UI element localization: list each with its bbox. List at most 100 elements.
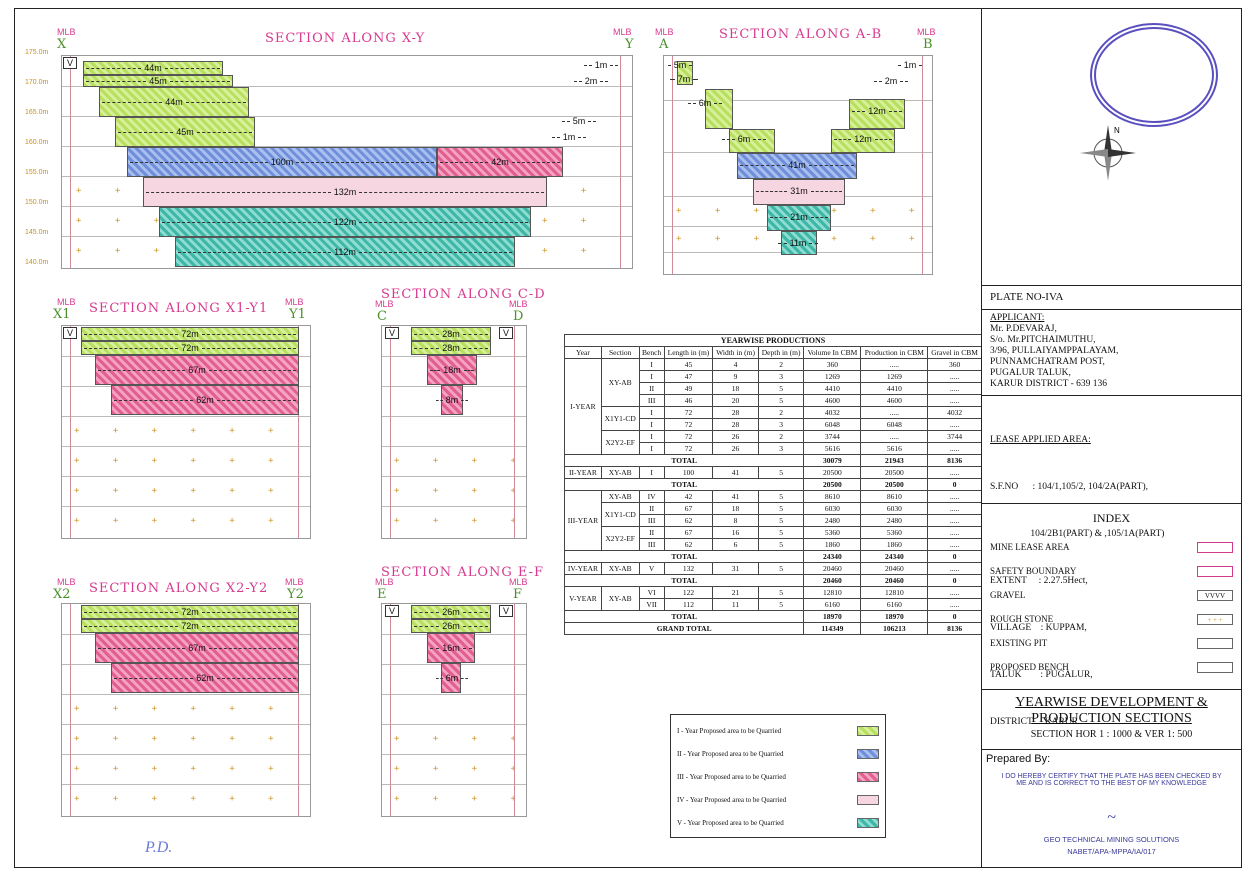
mlb-label: MLB [285,577,304,587]
dimension-label: 1m [581,59,621,71]
index-item: SAFETY BOUNDARY [982,559,1241,583]
table-caption: YEARWISE PRODUCTIONS [564,334,982,347]
gravel-symbol: V [499,605,513,617]
mlb-label: MLB [57,297,76,307]
mlb-label: MLB [655,27,674,37]
dimension-label: 6m [685,97,725,109]
index-item: ROUGH STONE+ + + [982,607,1241,631]
mlb-label: MLB [375,577,394,587]
mlb-label: MLB [509,299,528,309]
rl-label: 140.0m [25,259,49,266]
dimension-label: 100m [127,155,437,169]
dimension-label: 26m [411,605,491,619]
point-label: Y [625,37,634,52]
legend-item: IV - Year Proposed area to be Quarried [677,788,879,811]
section-ab-title: SECTION ALONG A-B [719,27,883,42]
point-label: B [923,37,933,52]
dimension-label: 2m [571,75,611,87]
dimension-label: 62m [111,393,299,407]
point-label: D [513,309,524,324]
point-label: X [57,37,67,52]
dimension-label: 18m [427,363,477,377]
dimension-label: 112m [175,245,515,259]
rl-label: 145.0m [25,229,49,236]
legend-swatch [857,794,879,805]
rl-label: 165.0m [25,109,49,116]
seal-stamp [1090,23,1218,127]
mlb-label: MLB [613,27,632,37]
dimension-label: 12m [831,133,895,145]
mlb-label: MLB [57,577,76,587]
legend-item: III - Year Proposed area to be Quarried [677,765,879,788]
dimension-label: 62m [111,671,299,685]
title-block: N PLATE NO-IVA APPLICANT: Mr. P.DEVARAJ,… [981,9,1241,867]
plate-number: PLATE NO-IVA [990,291,1064,303]
point-label: F [513,587,523,602]
dimension-label: 21m [767,211,831,223]
dimension-label: 72m [81,605,299,619]
section-xy-title: SECTION ALONG X-Y [265,31,426,46]
index-item: MINE LEASE AREA [982,535,1241,559]
gravel-symbol: V [63,327,77,339]
gravel-symbol: V [499,327,513,339]
nabet-number: NABET/APA-MPPA/IA/017 [1067,847,1156,856]
dimension-label: 41m [737,159,857,171]
applicant-block: APPLICANT: Mr. P.DEVARAJ, S/o. Mr.PITCHA… [982,313,1241,390]
legend-item: II - Year Proposed area to be Quarried [677,742,879,765]
mlb-label: MLB [509,577,528,587]
mlb-label: MLB [285,297,304,307]
dimension-label: 12m [849,105,905,117]
dimension-label: 67m [95,363,299,377]
dimension-label: 1m [895,59,925,71]
gravel-symbol: V [385,605,399,617]
lease-heading: LEASE APPLIED AREA: [990,435,1091,445]
dimension-label: 31m [753,185,845,197]
section-x1y1-title: SECTION ALONG X1-Y1 [89,301,269,316]
dimension-label: 6m [433,671,471,685]
dimension-label: 26m [411,619,491,633]
dimension-label: 42m [437,155,563,169]
index-heading: INDEX [1092,511,1131,525]
rl-label: 155.0m [25,169,49,176]
dimension-label: 72m [81,619,299,633]
dimension-label: 28m [411,327,491,341]
rl-label: 150.0m [25,199,49,206]
legend-swatch [857,771,879,782]
rl-label: 170.0m [25,79,49,86]
certification-text: I DO HEREBY CERTIFY THAT THE PLATE HAS B… [1001,773,1222,787]
lease-area-block: LEASE APPLIED AREA: S.F.NO : 104/1,105/2… [982,399,1241,764]
dimension-label: 67m [95,641,299,655]
dimension-label: 45m [115,125,255,139]
preparer-signature: ~ [1107,809,1116,826]
point-label: X1 [53,307,71,322]
index-item: EXISTING PIT [982,631,1241,655]
dimension-label: 72m [81,327,299,341]
gravel-symbol: V [63,57,77,69]
section-x2y2-title: SECTION ALONG X2-Y2 [89,581,269,596]
point-label: X2 [53,587,71,602]
section-cd-grid: + + + + + + + + + + + + + + + [381,325,527,539]
dimension-label: 5m [665,59,695,71]
applicant-heading: APPLICANT: [990,313,1045,323]
section-ef-title: SECTION ALONG E-F [381,565,545,580]
gravel-symbol: V [385,327,399,339]
north-label: N [1114,126,1120,135]
legend-item: V - Year Proposed area to be Quarried [677,811,879,834]
dimension-label: 72m [81,341,299,355]
point-label: Y1 [289,307,306,322]
legend-swatch [857,817,879,828]
